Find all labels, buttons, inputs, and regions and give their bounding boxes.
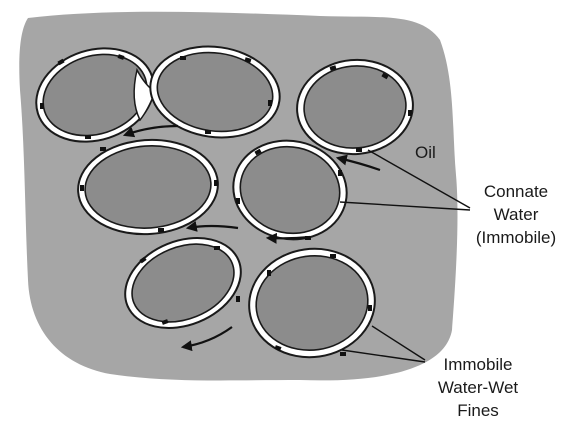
svg-text:Immobile: Immobile xyxy=(444,355,513,374)
svg-text:Fines: Fines xyxy=(457,401,499,420)
svg-text:Connate: Connate xyxy=(484,182,548,201)
svg-text:Water: Water xyxy=(494,205,539,224)
immobile-fines-label: Immobile Water-Wet Fines xyxy=(438,355,519,420)
svg-text:Water-Wet: Water-Wet xyxy=(438,378,519,397)
connate-water-label: Connate Water (Immobile) xyxy=(476,182,556,247)
oil-label: Oil xyxy=(415,143,436,162)
curved-flow-arrow-icon xyxy=(268,237,310,238)
svg-text:(Immobile): (Immobile) xyxy=(476,228,556,247)
